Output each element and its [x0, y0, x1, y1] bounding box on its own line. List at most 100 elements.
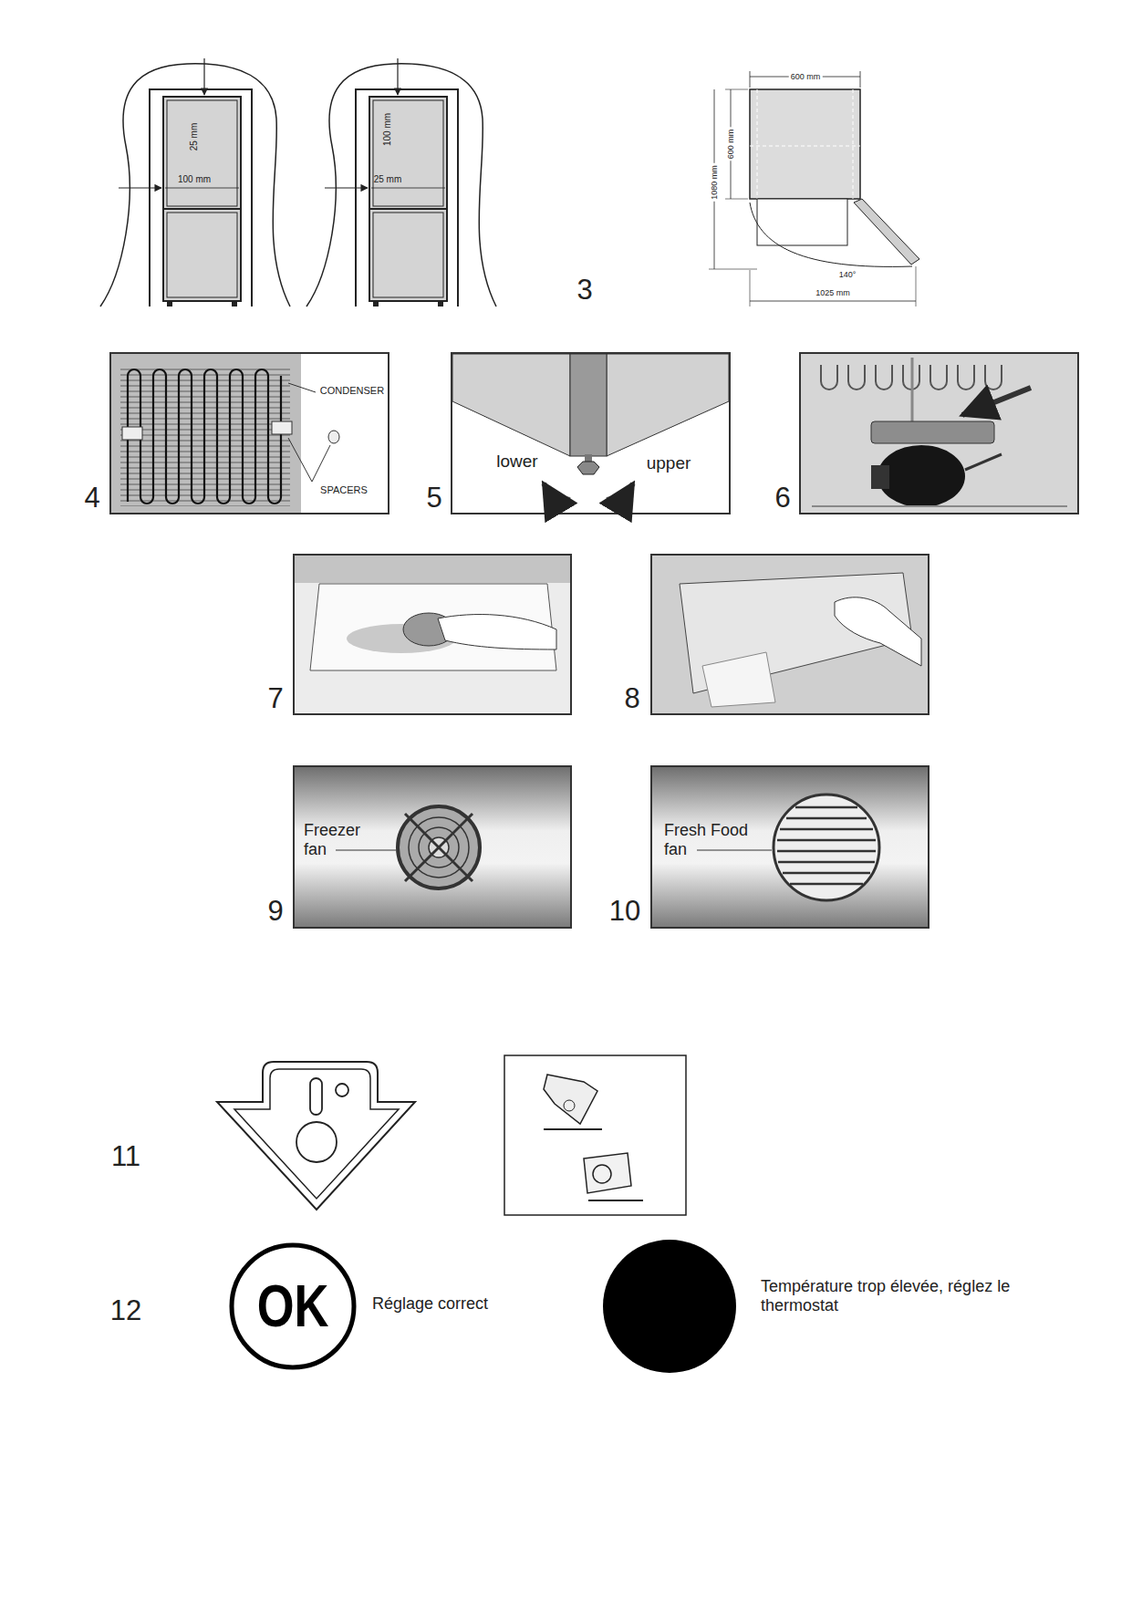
niche-outline: [306, 63, 497, 307]
compressor-cover: [871, 421, 995, 444]
fresh-food-fan-panel: [651, 766, 929, 928]
tick: [860, 71, 862, 88]
status-note: Température trop élevée, réglez le therm…: [760, 1277, 1071, 1315]
dimension-line: [371, 187, 446, 189]
niche-frame: [355, 89, 458, 307]
figure-number: 8: [623, 682, 640, 716]
part-name: Freezer fan: [303, 820, 373, 859]
fan-bar: [405, 813, 473, 882]
part-name: Fresh Food fan: [664, 820, 767, 859]
inner-part: [757, 198, 848, 246]
dimension-arrow: [203, 58, 205, 95]
hole: [296, 1121, 337, 1163]
indicator: [592, 1164, 612, 1184]
direction-label: upper: [646, 453, 692, 474]
hand: [437, 614, 557, 650]
part-name: CONDENSER: [320, 384, 385, 397]
condenser-panel: [110, 353, 389, 514]
dashed-line: [749, 145, 861, 146]
leader-line: [288, 383, 316, 393]
freezer-door: [166, 212, 238, 298]
hand: [834, 597, 922, 666]
figure-number: 4: [83, 481, 100, 515]
tick: [915, 266, 917, 307]
ok-indicator: OK: [228, 1242, 357, 1371]
dimension: 1025 mm: [813, 288, 852, 298]
figure-number: 7: [267, 682, 283, 716]
panel-frame: [651, 766, 929, 928]
box-frame: [504, 1055, 686, 1216]
dimension: 100 mm: [382, 113, 394, 146]
drawer-highlight: [702, 652, 776, 707]
shelf-line: [588, 1199, 644, 1202]
fan-grille: [773, 794, 880, 901]
dimension-arrow: [118, 186, 162, 188]
part-name: SPACERS: [320, 484, 368, 497]
niche-outline: [100, 63, 291, 307]
figure-number: 9: [267, 894, 283, 928]
spacer: [328, 430, 340, 444]
circle-outline: [231, 1245, 354, 1368]
figure-number: 5: [425, 481, 442, 515]
panel-frame: [293, 766, 572, 928]
foot: [231, 301, 238, 307]
grille-slots: [777, 807, 876, 884]
compressor-panel: [799, 353, 1079, 514]
panel-frame: [110, 353, 389, 514]
figure-number: 3: [576, 273, 592, 307]
holder-outline: [217, 1061, 416, 1210]
open-door: [853, 198, 920, 265]
condenser-wires: [120, 364, 291, 507]
panel-frame: [651, 554, 929, 715]
thermometer-icon: [583, 1152, 632, 1194]
cabinet-corner: [570, 353, 607, 457]
tick: [749, 71, 751, 88]
dimension: 100 mm: [177, 174, 211, 186]
tick: [708, 269, 758, 271]
feet-panel: [451, 353, 730, 514]
panel-frame: [293, 554, 572, 715]
dashed-line: [757, 89, 759, 199]
holder-icon: [543, 1074, 598, 1124]
tick: [725, 198, 748, 200]
fridge-door: [166, 100, 238, 207]
clearance-figure-1: [100, 58, 291, 307]
dimension: 1080 mm: [709, 163, 719, 202]
turn-arrow: [606, 483, 634, 500]
door-swing-arc: [749, 202, 913, 267]
dimension: 25 mm: [188, 123, 200, 152]
holder-inner: [234, 1069, 399, 1199]
cabinet-side: [606, 353, 729, 457]
cabinet-side: [452, 353, 571, 457]
direction-label: lower: [496, 451, 538, 472]
tick: [749, 270, 751, 307]
dimension-figure: [708, 71, 920, 307]
fridge-body: [163, 96, 241, 302]
fridge-door: [373, 100, 444, 207]
pipe: [911, 357, 914, 425]
dimension-line: [165, 187, 239, 189]
spacer: [271, 421, 292, 435]
too-warm-indicator: [602, 1239, 737, 1373]
hole: [335, 1083, 349, 1097]
leader-line: [311, 445, 331, 482]
foot: [373, 301, 379, 307]
tray: [310, 583, 557, 671]
fan-bar: [405, 813, 473, 882]
leader-line: [335, 850, 396, 852]
dimension: 600 mm: [726, 127, 736, 162]
dimension: 600 mm: [789, 72, 823, 82]
condenser-coil: [127, 369, 281, 504]
dimension-arrow: [396, 58, 398, 95]
figure-number: 11: [111, 1140, 141, 1174]
shelf-line: [543, 1128, 603, 1131]
placement-box: [504, 1055, 686, 1216]
indicator-text: OK: [257, 1277, 330, 1336]
pointer-arrow: [962, 387, 1031, 416]
slot: [310, 1078, 322, 1115]
foot: [166, 301, 173, 307]
panel-frame: [451, 353, 730, 514]
adjustable-foot: [577, 461, 600, 475]
foot: [437, 301, 444, 307]
figure-number: 10: [609, 894, 641, 928]
